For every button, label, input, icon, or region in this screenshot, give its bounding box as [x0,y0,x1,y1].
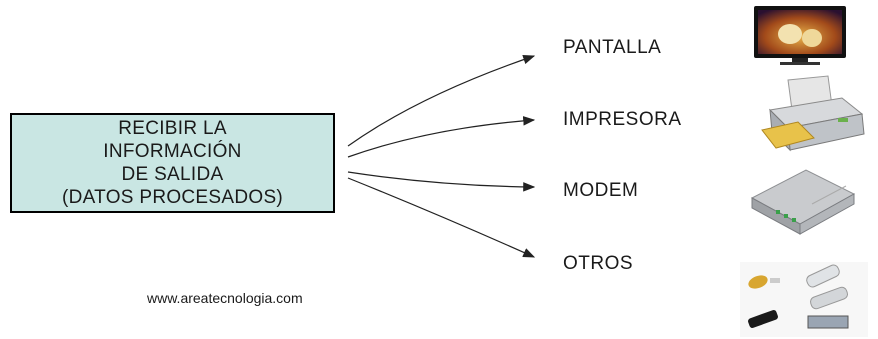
label-otros: OTROS [563,253,634,274]
label-impresora: IMPRESORA [563,109,682,130]
label-modem: MODEM [563,180,639,201]
usb-devices-icon [740,262,868,337]
label-pantalla: PANTALLA [563,37,662,58]
source-line-3: DE SALIDA [121,164,224,185]
arrow-to-impresora [347,116,536,158]
arrow-to-otros [347,177,536,258]
source-line-1: RECIBIR LA [118,118,227,139]
website-credit: www.areatecnologia.com [147,290,303,306]
tv-screen-icon [754,6,846,65]
source-line-2: INFORMACIÓN [103,141,242,162]
source-line-4: (DATOS PROCESADOS) [61,187,284,208]
arrow-to-modem [347,171,536,192]
source-box: RECIBIR LA INFORMACIÓN DE SALIDA (DATOS … [10,113,335,213]
modem-icon [750,169,856,235]
printer-icon [761,75,865,152]
arrow-to-pantalla [347,54,536,147]
